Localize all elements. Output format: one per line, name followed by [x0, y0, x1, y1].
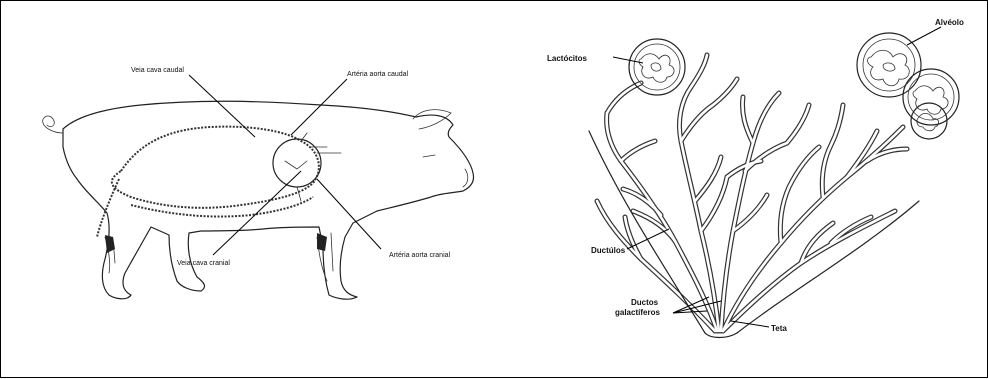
pointer-veia-cava-cranial [213, 171, 301, 255]
label-alveolo: Alvéolo [935, 18, 964, 27]
label-teta: Teta [771, 324, 787, 333]
label-arteria-aorta-caudal: Artéria aorta caudal [347, 71, 409, 78]
heart [273, 139, 321, 187]
pig-tail [43, 116, 63, 133]
pointer-teta [731, 321, 769, 327]
pointer-lactocitos [613, 57, 643, 63]
pointer-arteria-aorta-caudal [291, 79, 347, 135]
pig-eye [423, 155, 435, 157]
label-ductulos: Ductúlos [591, 246, 626, 255]
label-lactocitos: Lactócitos [547, 54, 588, 63]
alveolus-left [629, 39, 685, 95]
label-arteria-aorta-cranial: Artéria aorta cranial [389, 252, 451, 259]
label-veia-cava-cranial: Veia cava cranial [177, 260, 230, 267]
label-veia-cava-caudal: Veia cava caudal [131, 67, 184, 74]
mammary-diagram: Lactócitos Alvéolo Ductúlos Ductos galac… [547, 18, 964, 338]
circulation-loop [112, 127, 319, 208]
duct-lumen [597, 55, 907, 331]
teat [705, 333, 737, 338]
pointer-alveolo [907, 27, 941, 45]
pig-leg-shading [105, 233, 333, 281]
label-ductos-line1: Ductos [631, 298, 659, 307]
pig-diagram: Veia cava caudal Artéria aorta caudal Ve… [43, 67, 474, 299]
heart-vessels [285, 133, 341, 201]
pig-ear [413, 110, 451, 129]
label-ductos-line2: galactíferos [615, 308, 660, 317]
pig-snout [463, 169, 468, 187]
circulation-lower-branch [131, 197, 313, 217]
